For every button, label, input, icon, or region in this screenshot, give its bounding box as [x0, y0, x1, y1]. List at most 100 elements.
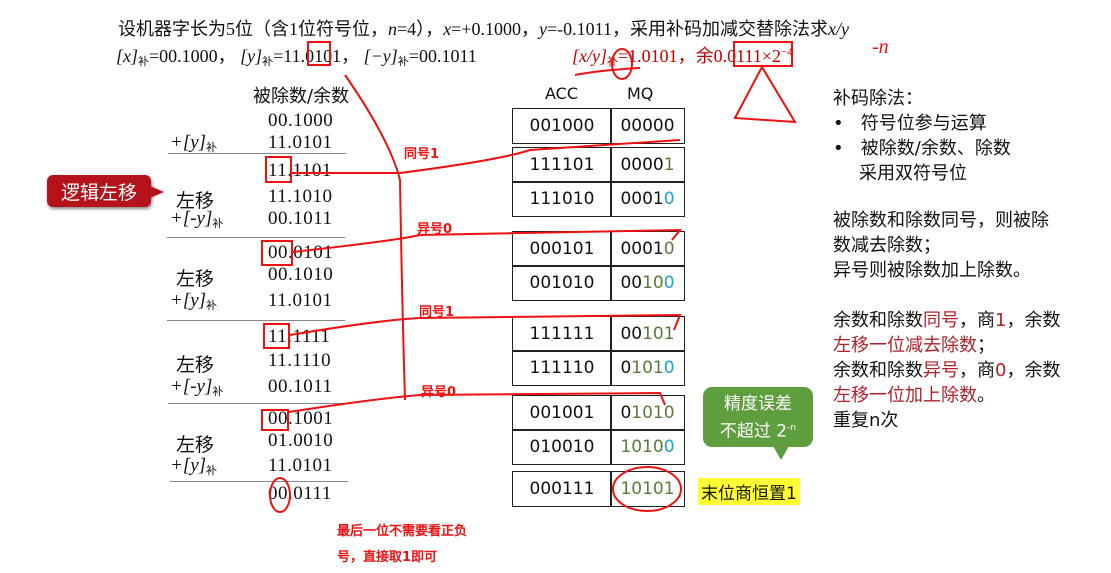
- text: 异号则被除数加上除数。: [833, 260, 1031, 281]
- divider: [170, 481, 348, 482]
- row-label: 左移: [176, 186, 214, 213]
- text: +[-y]: [170, 376, 213, 397]
- mq-bits: 101: [642, 324, 675, 344]
- mq-bits: 1010: [631, 403, 675, 423]
- text: 左移: [176, 435, 215, 456]
- pen-circle: [611, 48, 633, 80]
- row-value: 00.1001: [268, 408, 334, 429]
- text: 左移: [176, 355, 215, 376]
- rule-line: 左移一位加上除数。: [833, 381, 995, 407]
- row-label: +[y]补: [170, 290, 217, 313]
- row-value: 11.0101: [268, 455, 333, 476]
- text: ；: [977, 335, 995, 356]
- pen-circle: [612, 466, 682, 512]
- mq-bits: 0: [620, 358, 632, 378]
- text: 补: [206, 300, 218, 312]
- annotation-n: -n: [872, 36, 889, 58]
- text: 左移: [176, 191, 215, 212]
- annotation: 同号1: [419, 305, 455, 320]
- annotation-note: 最后一位不需要看正负: [337, 524, 468, 539]
- mq-bits: 10101: [620, 479, 675, 499]
- row-value: 00.1011: [268, 208, 333, 229]
- mq-bits: 00: [620, 273, 643, 293]
- divider: [168, 403, 346, 404]
- row-value: 00.0101: [268, 242, 334, 263]
- annotation: 同号1: [404, 147, 440, 162]
- acc-header: ACC: [545, 84, 579, 103]
- mq-bits: 00: [620, 324, 643, 344]
- text: +[y]: [170, 455, 207, 476]
- row-value: 11.1101: [268, 160, 332, 181]
- text: 补: [138, 56, 149, 68]
- mq-bits: 0: [663, 189, 675, 209]
- text: 被除数/余数、除数: [860, 138, 1011, 159]
- row-value: 00.1011: [268, 376, 333, 397]
- mq-bits: 00000: [620, 116, 675, 136]
- mq-header: MQ: [627, 84, 654, 103]
- text: 补: [397, 56, 409, 68]
- mq-bits: 0: [663, 239, 675, 259]
- text: 左移: [176, 269, 215, 290]
- pen-stroke: [290, 139, 681, 174]
- text: 0: [995, 360, 1007, 381]
- pen-box: [733, 41, 793, 67]
- row-value: 11.0101: [268, 132, 333, 153]
- text: +[-y]: [170, 208, 213, 229]
- text: 不超过 2: [719, 421, 788, 442]
- problem-line-1: 设机器字长为5位（含1位符号位，n=4），x=+0.1000，y=-0.1011…: [118, 15, 849, 41]
- acc-cell: 001010: [512, 265, 612, 301]
- text: x: [443, 19, 452, 39]
- text: 补: [206, 465, 218, 477]
- sign-box: [261, 409, 289, 431]
- mq-bits: 0: [663, 437, 675, 457]
- text: 数减去除数；: [833, 235, 941, 256]
- annotation-note: 号，直接取1即可: [337, 550, 438, 565]
- text: [x/y]: [572, 46, 607, 66]
- precision-bubble: 精度误差 不超过 2-n: [703, 387, 813, 447]
- divider: [168, 153, 346, 154]
- mq-bits: 0: [620, 403, 632, 423]
- acc-cell: 000111: [512, 471, 612, 507]
- annotation: 异号0: [417, 222, 453, 237]
- pen-circle: [269, 477, 291, 513]
- mq-bits: 101: [631, 358, 664, 378]
- text: 余数和除数: [833, 360, 923, 381]
- text: ，商: [959, 310, 995, 331]
- text: x/y: [827, 19, 849, 39]
- text: n: [388, 19, 397, 39]
- pen-stroke: [574, 67, 641, 76]
- text: [−y]: [363, 46, 398, 66]
- row-value: 11.0101: [268, 290, 333, 311]
- acc-cell: 010010: [512, 429, 612, 465]
- pen-stroke: [289, 313, 682, 336]
- mq-bits: 0000: [620, 155, 664, 175]
- text: =+0.1000，: [451, 19, 539, 39]
- text: =-0.1011，采用补码加减交替除法求: [546, 19, 828, 39]
- text: ，余数: [1006, 310, 1061, 331]
- divider: [167, 237, 345, 238]
- divider: [167, 320, 345, 321]
- text: 被除数和除数同号，则被除: [833, 210, 1049, 231]
- text: 补: [206, 142, 218, 154]
- text: +[y]: [170, 132, 207, 153]
- bullet-1: • 符号位参与运算: [833, 113, 987, 134]
- text: =11.0101，: [273, 46, 360, 66]
- mq-bits: 0001: [620, 239, 664, 259]
- text: 。: [977, 385, 995, 406]
- text: +[y]: [170, 290, 207, 311]
- row-value: 00.1000: [268, 110, 334, 131]
- acc-cell: 001000: [512, 108, 612, 144]
- bullet-2: • 被除数/余数、除数: [833, 138, 1011, 159]
- text: 精度误差: [724, 394, 792, 414]
- pen-stroke: [288, 391, 666, 413]
- text: 1: [995, 310, 1007, 331]
- text: 异号: [923, 360, 959, 381]
- mq-bits: 1010: [620, 437, 664, 457]
- text: =00.1000，: [149, 46, 236, 66]
- row-label: 左移: [176, 350, 214, 377]
